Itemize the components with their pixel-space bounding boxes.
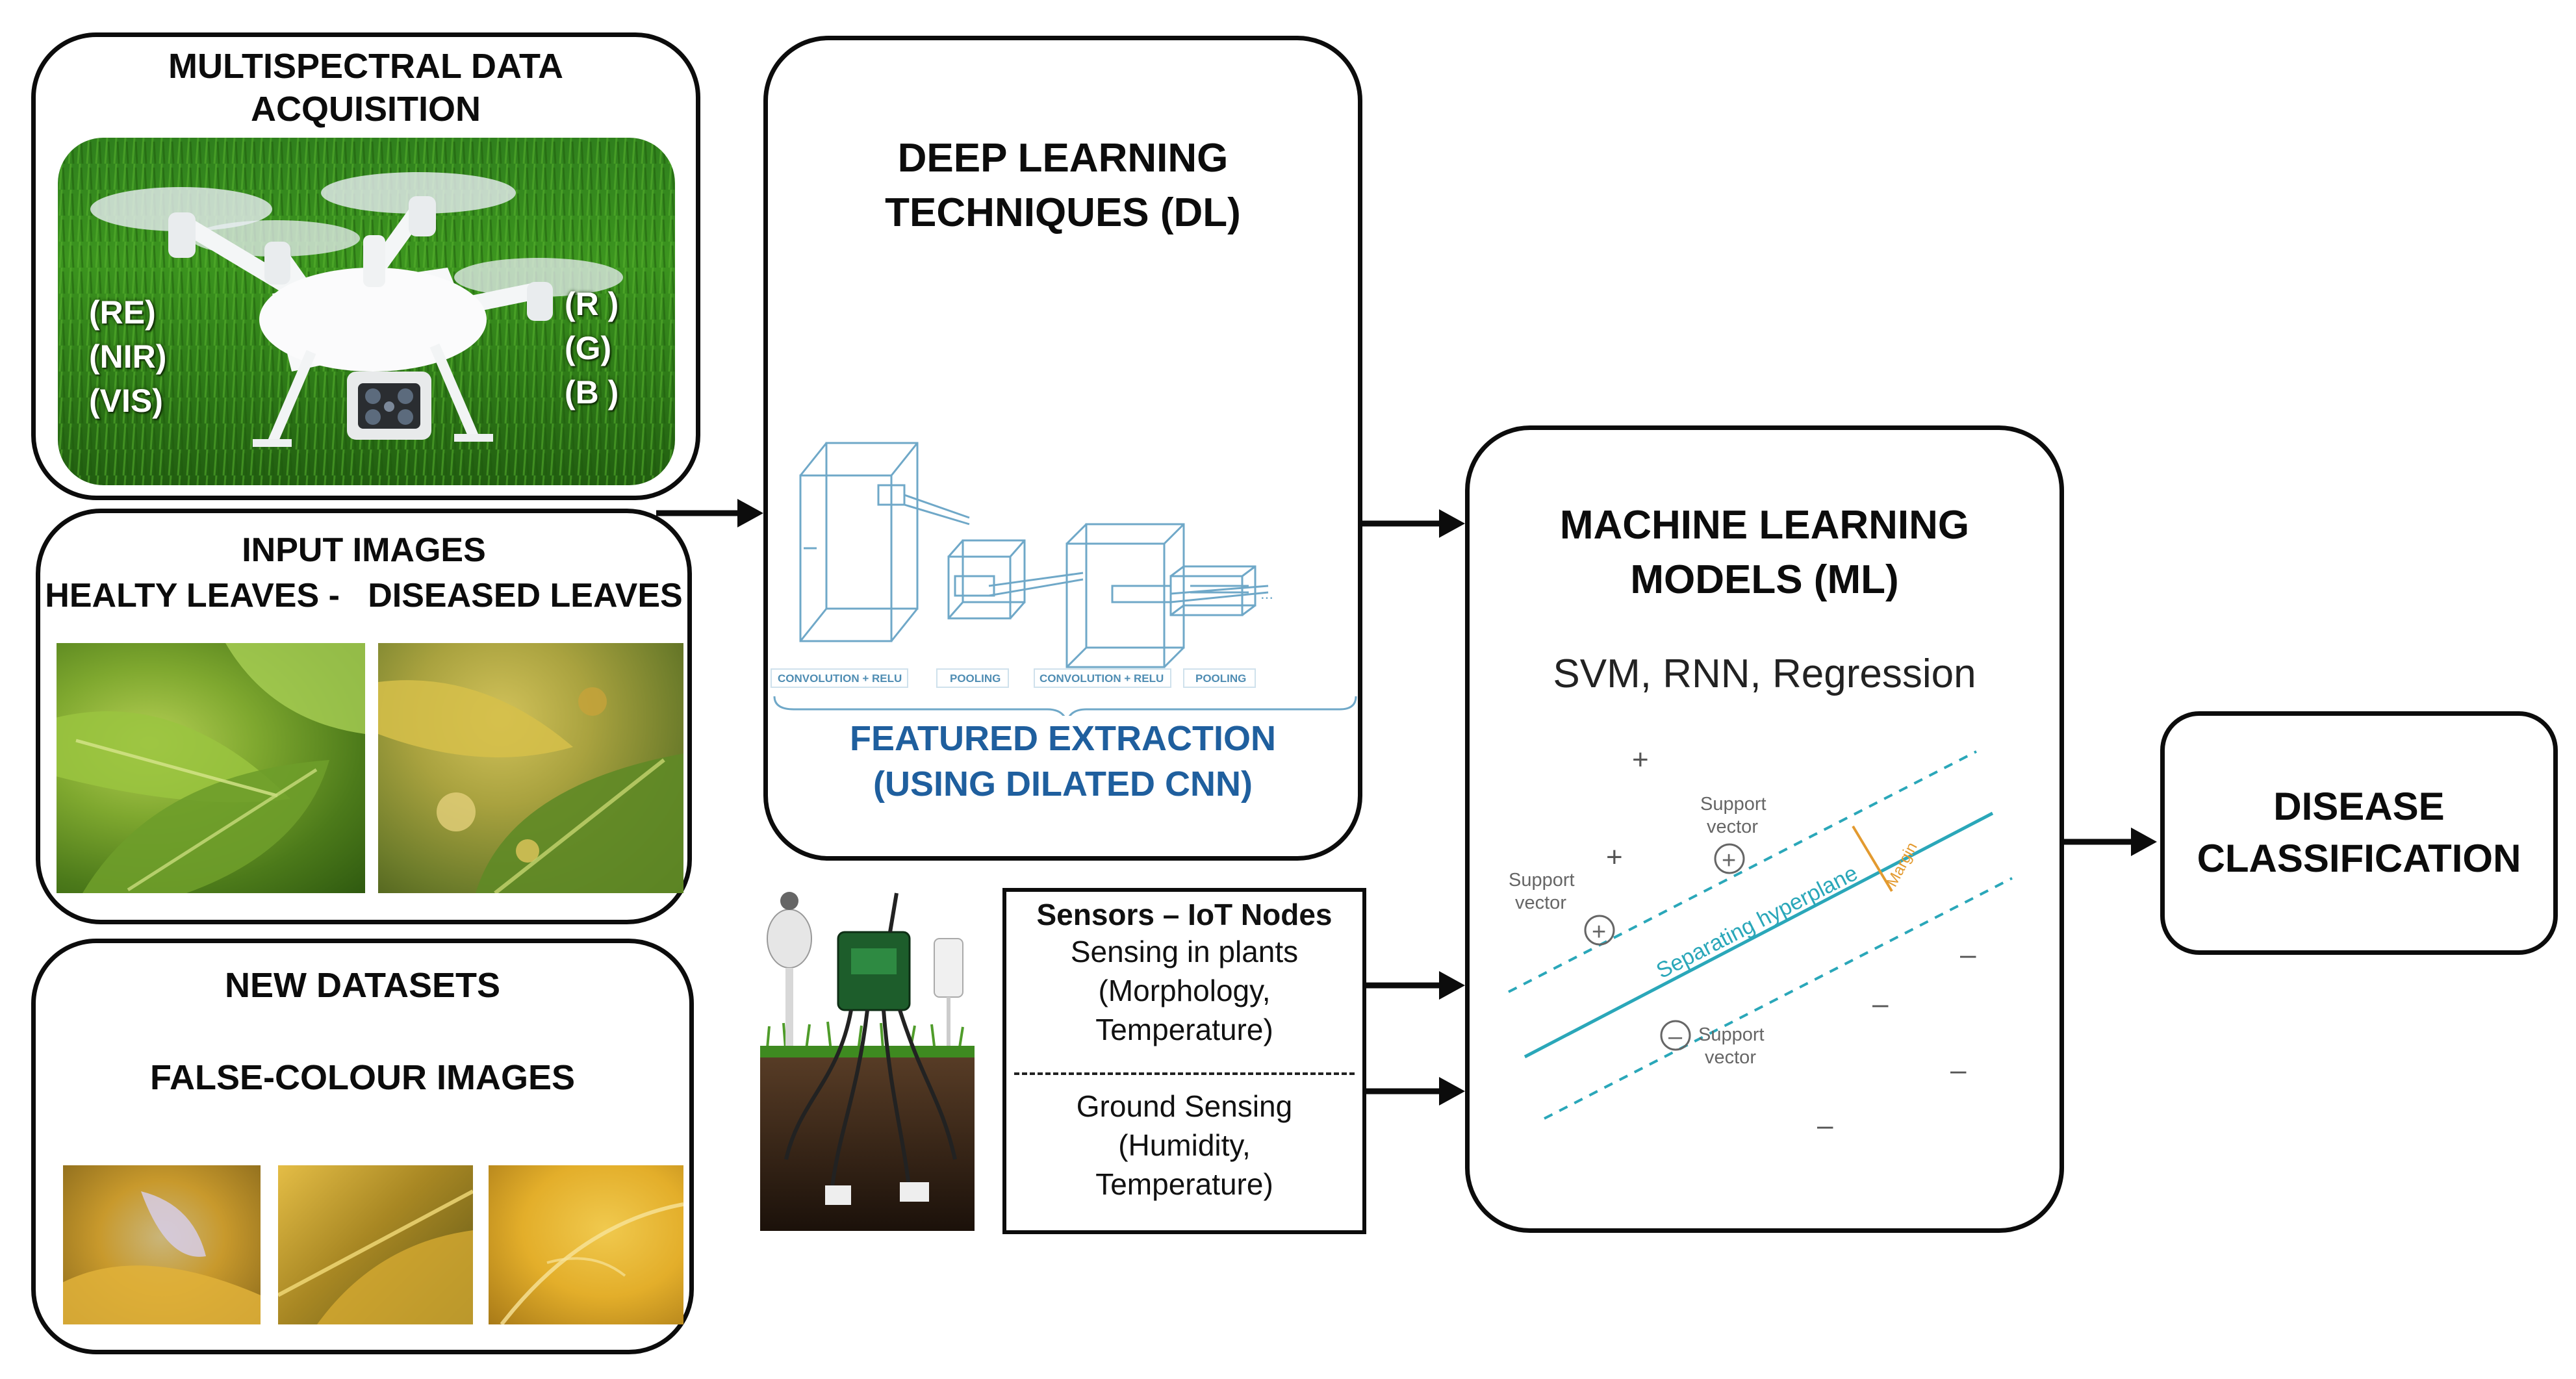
svm-plus-2: +	[1606, 841, 1623, 873]
diseased-leaves-image	[378, 643, 683, 893]
diseased-leaves-illustration	[378, 680, 683, 893]
svm-diagram: + + – – – – Margin Separating hyperplane…	[1508, 744, 2013, 1141]
support-vector-top-sign: +	[1722, 847, 1736, 874]
feature-extraction-line1: FEATURED EXTRACTION	[850, 719, 1276, 758]
bands-left: (RE) (NIR) (VIS)	[89, 290, 166, 423]
svm-margin-label: Margin	[1883, 839, 1920, 889]
support-vector-bottom-label-1: Support	[1698, 1024, 1765, 1045]
cnn-diagram: ... CONVOLUTION + RELU POOLING CONVOLUTI…	[771, 442, 1357, 716]
machine-learning-panel: MACHINE LEARNING MODELS (ML) SVM, RNN, R…	[1465, 425, 2064, 1233]
svm-hyperplane-label: Separating hyperplane	[1652, 861, 1861, 983]
band-r-label: (R )	[565, 286, 619, 322]
arrowhead-dl-to-ml	[1439, 509, 1465, 538]
band-vis-label: (VIS)	[89, 383, 163, 419]
cnn-layer-label-1: CONVOLUTION + RELU	[778, 672, 902, 685]
arrowhead-ml-to-classification	[2131, 828, 2157, 856]
deep-learning-title: DEEP LEARNING TECHNIQUES (DL)	[768, 131, 1358, 240]
svm-minus-4: –	[1817, 1109, 1833, 1141]
acquisition-title: MULTISPECTRAL DATA ACQUISITION	[36, 45, 696, 131]
drone-illustration	[58, 138, 675, 485]
sensors-heading: Sensors – IoT Nodes	[1036, 898, 1333, 931]
band-nir-label: (NIR)	[89, 338, 167, 375]
acquisition-title-line1: MULTISPECTRAL DATA	[168, 47, 563, 86]
ground-sensing-line2: (Humidity,	[1118, 1128, 1251, 1162]
machine-learning-title: MACHINE LEARNING MODELS (ML)	[1470, 498, 2060, 607]
svm-plus-1: +	[1632, 744, 1649, 776]
false-colour-illustration-1	[63, 1191, 261, 1324]
new-datasets-title-line1: NEW DATASETS	[225, 966, 500, 1005]
disease-classification-title: DISEASE CLASSIFICATION	[2165, 781, 2553, 885]
svm-minus-3: –	[1950, 1054, 1967, 1086]
ml-models-list: SVM, RNN, Regression	[1553, 652, 1976, 696]
support-vector-left-label-1: Support	[1509, 870, 1575, 891]
false-colour-illustration-2	[278, 1189, 473, 1324]
ground-sensing-text: Ground Sensing (Humidity, Temperature)	[1006, 1087, 1362, 1204]
feature-extraction-line2: (USING DILATED CNN)	[873, 765, 1253, 803]
feature-extraction-label: FEATURED EXTRACTION (USING DILATED CNN)	[768, 716, 1358, 807]
acquisition-title-line2: ACQUISITION	[250, 90, 481, 129]
deep-learning-panel: DEEP LEARNING TECHNIQUES (DL)	[763, 36, 1362, 861]
plant-sensing-line2: (Morphology,	[1098, 974, 1271, 1007]
new-datasets-title-line2: FALSE-COLOUR IMAGES	[149, 1058, 575, 1097]
input-images-title-line2: HEALTY LEAVES - DISEASED LEAVES	[45, 577, 683, 614]
support-vector-left-sign: +	[1592, 918, 1606, 946]
support-vector-top-label-1: Support	[1700, 794, 1766, 815]
support-vector-bottom-label-2: vector	[1705, 1047, 1756, 1068]
machine-learning-title-line1: MACHINE LEARNING	[1559, 503, 1970, 548]
iot-sensor-illustration	[760, 892, 975, 1231]
svm-margin-line-lower	[1544, 877, 2013, 1120]
bands-right: (R ) (G) (B )	[565, 282, 618, 414]
false-colour-image-1	[63, 1165, 261, 1324]
deep-learning-title-line1: DEEP LEARNING	[897, 136, 1229, 181]
band-re-label: (RE)	[89, 294, 156, 331]
cnn-layer-label-2: POOLING	[950, 672, 1001, 685]
sensors-box: Sensors – IoT Nodes Sensing in plants (M…	[1002, 888, 1366, 1234]
plant-sensing-line1: Sensing in plants	[1070, 935, 1299, 968]
plant-sensing-text: Sensing in plants (Morphology, Temperatu…	[1006, 932, 1362, 1049]
new-datasets-panel: NEW DATASETS FALSE-COLOUR IMAGES	[31, 939, 694, 1354]
svm-minus-1: –	[1960, 939, 1976, 970]
svm-hyperplane-line	[1524, 811, 1994, 1059]
input-images-panel: INPUT IMAGES HEALTY LEAVES - DISEASED LE…	[36, 509, 692, 924]
band-g-label: (G)	[565, 330, 612, 366]
disease-classification-line1: DISEASE	[2273, 785, 2445, 828]
drone-photo: (RE) (NIR) (VIS) (R ) (G) (B )	[58, 138, 675, 485]
machine-learning-title-line2: MODELS (ML)	[1630, 557, 1899, 602]
support-vector-top-label-2: vector	[1707, 816, 1758, 837]
false-colour-image-3	[489, 1165, 683, 1324]
band-b-label: (B )	[565, 374, 619, 411]
arrowhead-plant-sensing-to-ml	[1439, 971, 1465, 1000]
cnn-layer-label-3: CONVOLUTION + RELU	[1039, 672, 1164, 685]
ground-sensing-line1: Ground Sensing	[1076, 1089, 1293, 1123]
input-images-title: INPUT IMAGES HEALTY LEAVES - DISEASED LE…	[40, 527, 687, 618]
deep-learning-title-line2: TECHNIQUES (DL)	[885, 190, 1241, 235]
acquisition-panel: MULTISPECTRAL DATA ACQUISITION	[31, 32, 700, 500]
arrowhead-input-to-dl	[737, 499, 763, 527]
ground-sensing-line3: Temperature)	[1095, 1167, 1273, 1201]
input-images-title-line1: INPUT IMAGES	[242, 531, 486, 569]
support-vector-top-marker	[1714, 843, 1745, 874]
disease-classification-panel: DISEASE CLASSIFICATION	[2160, 711, 2558, 955]
svm-minus-2: –	[1872, 988, 1889, 1020]
plant-sensing-line3: Temperature)	[1095, 1013, 1273, 1046]
svm-margin-indicator	[1852, 825, 1893, 892]
false-colour-illustration-3	[500, 1202, 683, 1324]
iot-sensor-photo	[760, 887, 975, 1231]
arrowhead-ground-sensing-to-ml	[1439, 1077, 1465, 1106]
healthy-leaves-illustration	[57, 643, 365, 893]
false-colour-image-2	[278, 1165, 473, 1324]
cnn-layer-label-4: POOLING	[1195, 672, 1246, 685]
svm-margin-line-upper	[1508, 750, 1977, 993]
disease-classification-line2: CLASSIFICATION	[2197, 837, 2521, 880]
healthy-leaves-image	[57, 643, 365, 893]
support-vector-bottom-sign: –	[1668, 1023, 1683, 1050]
sensors-divider	[1014, 1072, 1355, 1075]
support-vector-left-marker	[1584, 915, 1615, 946]
support-vector-bottom-marker	[1660, 1020, 1691, 1051]
cnn-ellipsis: ...	[1260, 585, 1273, 603]
support-vector-left-label-2: vector	[1515, 892, 1566, 913]
